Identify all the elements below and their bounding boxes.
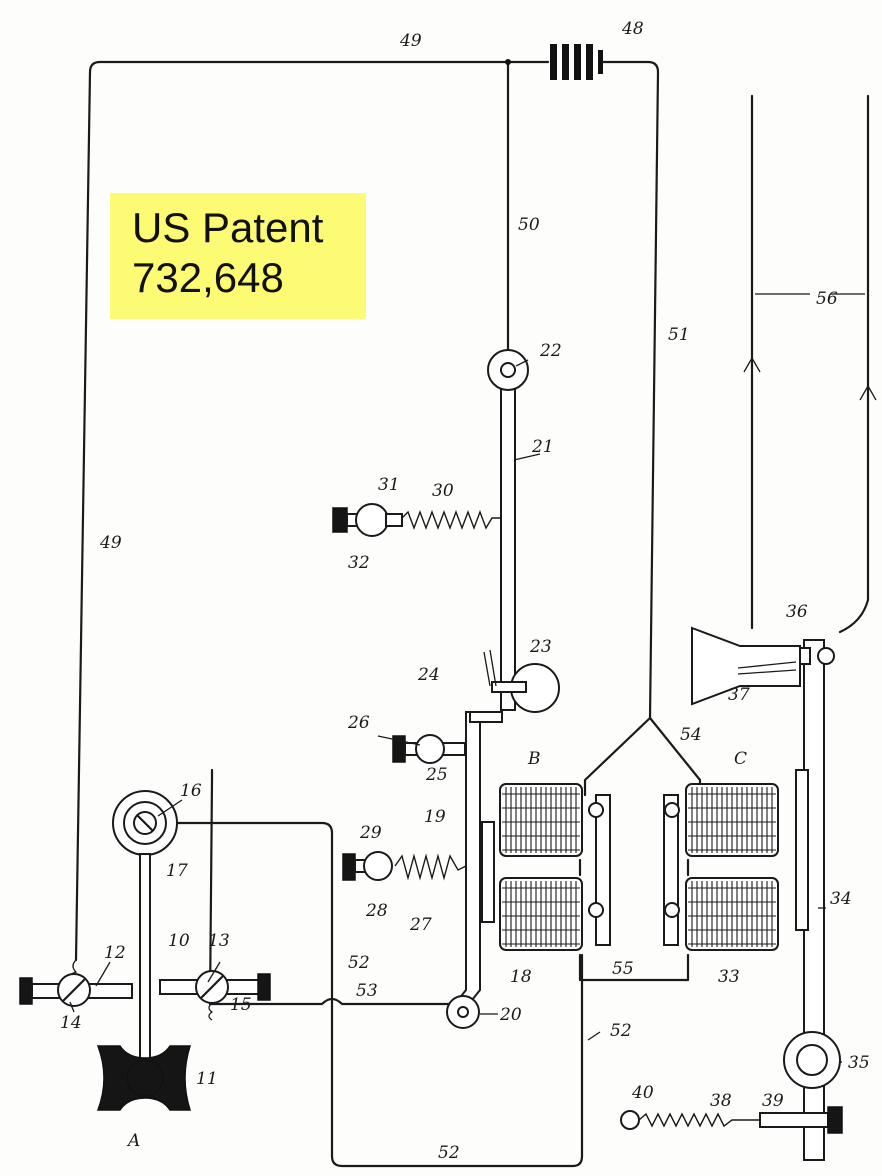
label-B: B: [527, 749, 541, 769]
screw-13: [257, 973, 271, 1001]
label-49-left: 49: [99, 533, 122, 553]
label-25: 25: [425, 765, 448, 785]
wire-55: [578, 953, 690, 982]
label-11: 11: [196, 1069, 218, 1089]
post-28: [363, 851, 393, 881]
label-17: 17: [166, 861, 188, 881]
label-38: 38: [710, 1091, 732, 1111]
label-13: 13: [208, 931, 230, 951]
label-19: 19: [424, 807, 446, 827]
label-31: 31: [378, 475, 400, 495]
label-35: 35: [848, 1053, 870, 1073]
note-line-1: US Patent: [132, 204, 324, 251]
spring-27: [394, 853, 467, 881]
label-21: 21: [531, 437, 554, 457]
label-39: 39: [762, 1091, 784, 1111]
label-18: 18: [510, 967, 532, 987]
label-48: 48: [621, 19, 644, 39]
label-26: 26: [347, 713, 370, 733]
label-C: C: [734, 749, 747, 769]
lever-21: [500, 379, 516, 711]
label-20: 20: [499, 1005, 522, 1025]
label-22: 22: [539, 341, 562, 361]
wire-54: [583, 716, 652, 797]
label-28: 28: [365, 901, 388, 921]
label-16: 16: [180, 781, 202, 801]
label-34: 34: [830, 889, 852, 909]
wire-48-to-51: [601, 60, 660, 720]
label-33: 33: [718, 967, 740, 987]
post-25: [415, 734, 445, 764]
leader-lines: [69, 359, 842, 1063]
label-56: 56: [816, 289, 838, 309]
label-27: 27: [409, 915, 432, 935]
note-line-2: 732,648: [132, 254, 284, 301]
label-12: 12: [104, 943, 126, 963]
label-52-left: 52: [348, 953, 370, 973]
wire-56-right: [838, 94, 870, 634]
post-40: [620, 1110, 640, 1130]
post-31: [355, 503, 389, 537]
label-49-top: 49: [399, 31, 422, 51]
label-10: 10: [168, 931, 190, 951]
label-15: 15: [230, 995, 252, 1015]
label-40: 40: [631, 1083, 654, 1103]
wire-49: [74, 60, 510, 962]
label-55: 55: [612, 959, 634, 979]
label-23: 23: [529, 637, 552, 657]
wire-53: [208, 768, 452, 1006]
label-A: A: [126, 1131, 140, 1151]
battery-48: [550, 44, 603, 80]
spring-38: [638, 1112, 760, 1128]
screw-29: [342, 853, 356, 881]
screw-39: [759, 1112, 829, 1128]
coil-windings: [502, 787, 776, 947]
label-29: 29: [359, 823, 382, 843]
wire-52: [170, 821, 584, 1168]
label-32: 32: [348, 553, 370, 573]
label-24: 24: [417, 665, 440, 685]
receiver-37: [691, 626, 801, 706]
screw-12: [19, 977, 33, 1005]
label-52-bottom: 52: [438, 1143, 460, 1163]
spring-30: [399, 510, 501, 530]
label-14: 14: [60, 1013, 82, 1033]
label-53: 53: [356, 981, 378, 1001]
label-36: 36: [786, 602, 808, 622]
screw-32: [332, 507, 348, 533]
patent-number-note: US Patent 732,648: [110, 193, 366, 319]
coils-c-33: [663, 783, 779, 951]
label-37: 37: [728, 685, 750, 705]
rod-10: [139, 853, 151, 1065]
label-54: 54: [680, 725, 702, 745]
label-51: 51: [668, 325, 690, 345]
label-30: 30: [432, 481, 454, 501]
label-50: 50: [518, 215, 540, 235]
label-52-mid: 52: [610, 1021, 632, 1041]
